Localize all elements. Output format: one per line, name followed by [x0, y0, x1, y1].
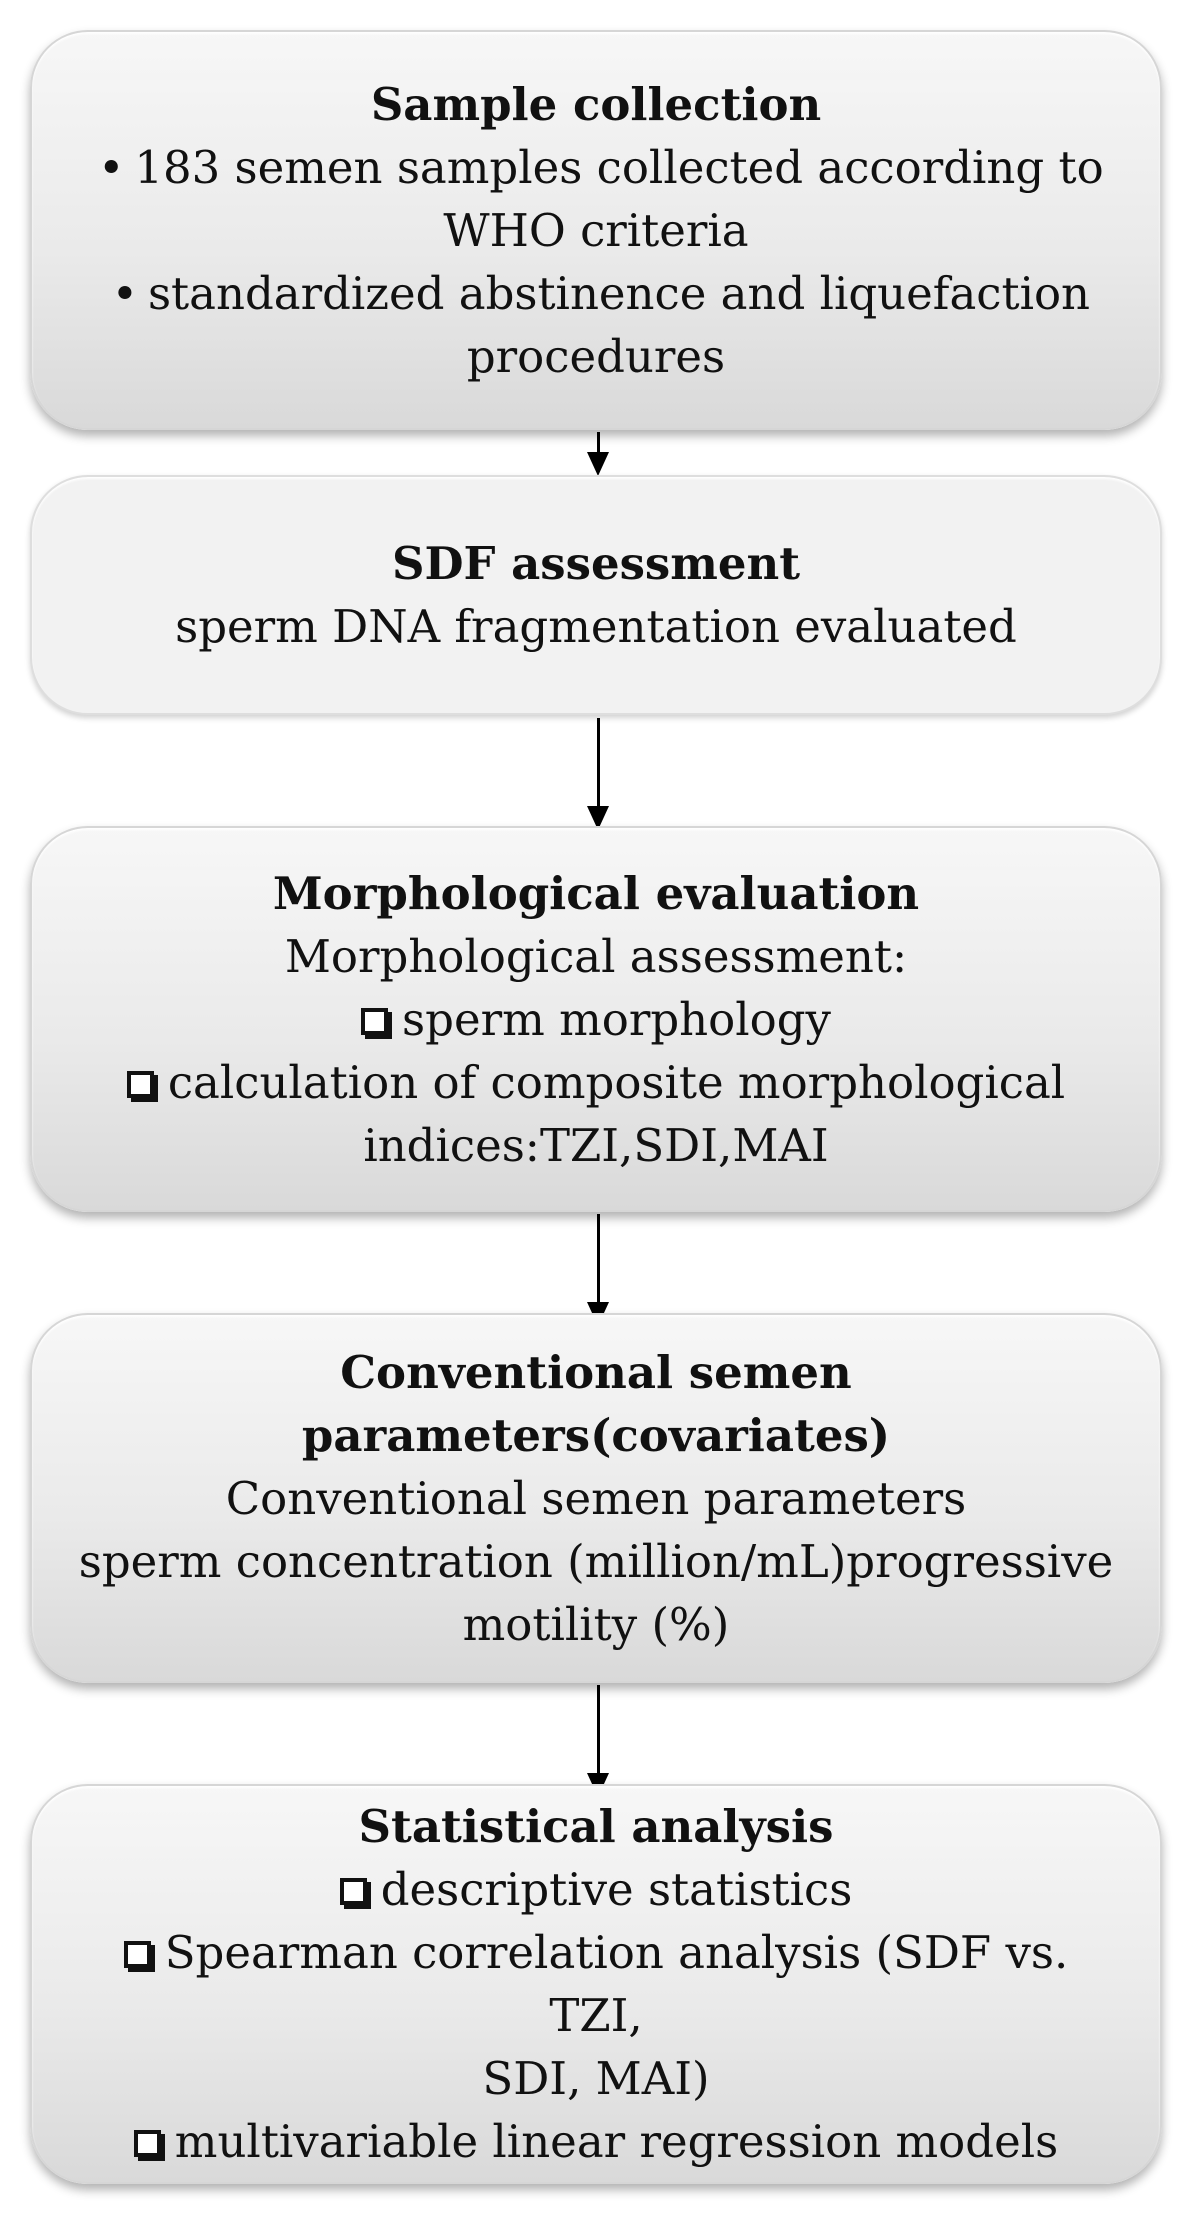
step-title: SDF assessment [391, 537, 800, 590]
step-title: Statistical analysis [358, 1800, 834, 1853]
step-statistical-analysis: Statistical analysis descriptive statist… [30, 1784, 1162, 2184]
step-sdf-assessment: SDF assessment sperm DNA fragmentation e… [30, 475, 1162, 715]
checkbox-icon [126, 1070, 154, 1098]
step-description: Morphological assessment: [284, 929, 908, 983]
step-sample-collection: Sample collection •183 semen samples col… [30, 30, 1162, 430]
step-line: motility (%) [462, 1597, 730, 1651]
step-conventional-parameters: Conventional semen parameters(covariates… [30, 1313, 1162, 1683]
step-line: sperm concentration (million/mL)progress… [78, 1534, 1114, 1588]
bullet-item-continuation: procedures [466, 329, 726, 383]
bullet-icon: • [111, 266, 139, 320]
checkbox-icon [133, 2130, 161, 2157]
checklist-item-continuation: indices:TZI,SDI,MAI [363, 1118, 829, 1172]
checkbox-icon [361, 1007, 389, 1035]
step-line: Conventional semen parameters [225, 1471, 967, 1525]
checklist-item: multivariable linear regression models [133, 2110, 1058, 2173]
step-title: Conventional semen parameters(covariates… [301, 1345, 891, 1462]
step-title: Morphological evaluation [272, 866, 920, 920]
checklist-item-continuation: SDI, MAI) [482, 2052, 710, 2105]
checklist-item: descriptive statistics [339, 1858, 852, 1921]
step-title: Sample collection [370, 77, 822, 131]
bullet-item: •standardized abstinence and liquefactio… [102, 262, 1090, 325]
checklist-item: sperm morphology [361, 988, 831, 1051]
bullet-item: •183 semen samples collected according t… [88, 136, 1104, 199]
step-description: sperm DNA fragmentation evaluated [175, 600, 1017, 653]
step-morphological-evaluation: Morphological evaluation Morphological a… [30, 826, 1162, 1212]
bullet-item-continuation: WHO criteria [443, 203, 749, 257]
checkbox-icon [339, 1878, 367, 1905]
checkbox-icon [123, 1941, 151, 1968]
bullet-icon: • [98, 140, 125, 194]
checklist-item: calculation of composite morphological [126, 1051, 1065, 1114]
checklist-item: Spearman correlation analysis (SDF vs. T… [72, 1921, 1120, 2047]
